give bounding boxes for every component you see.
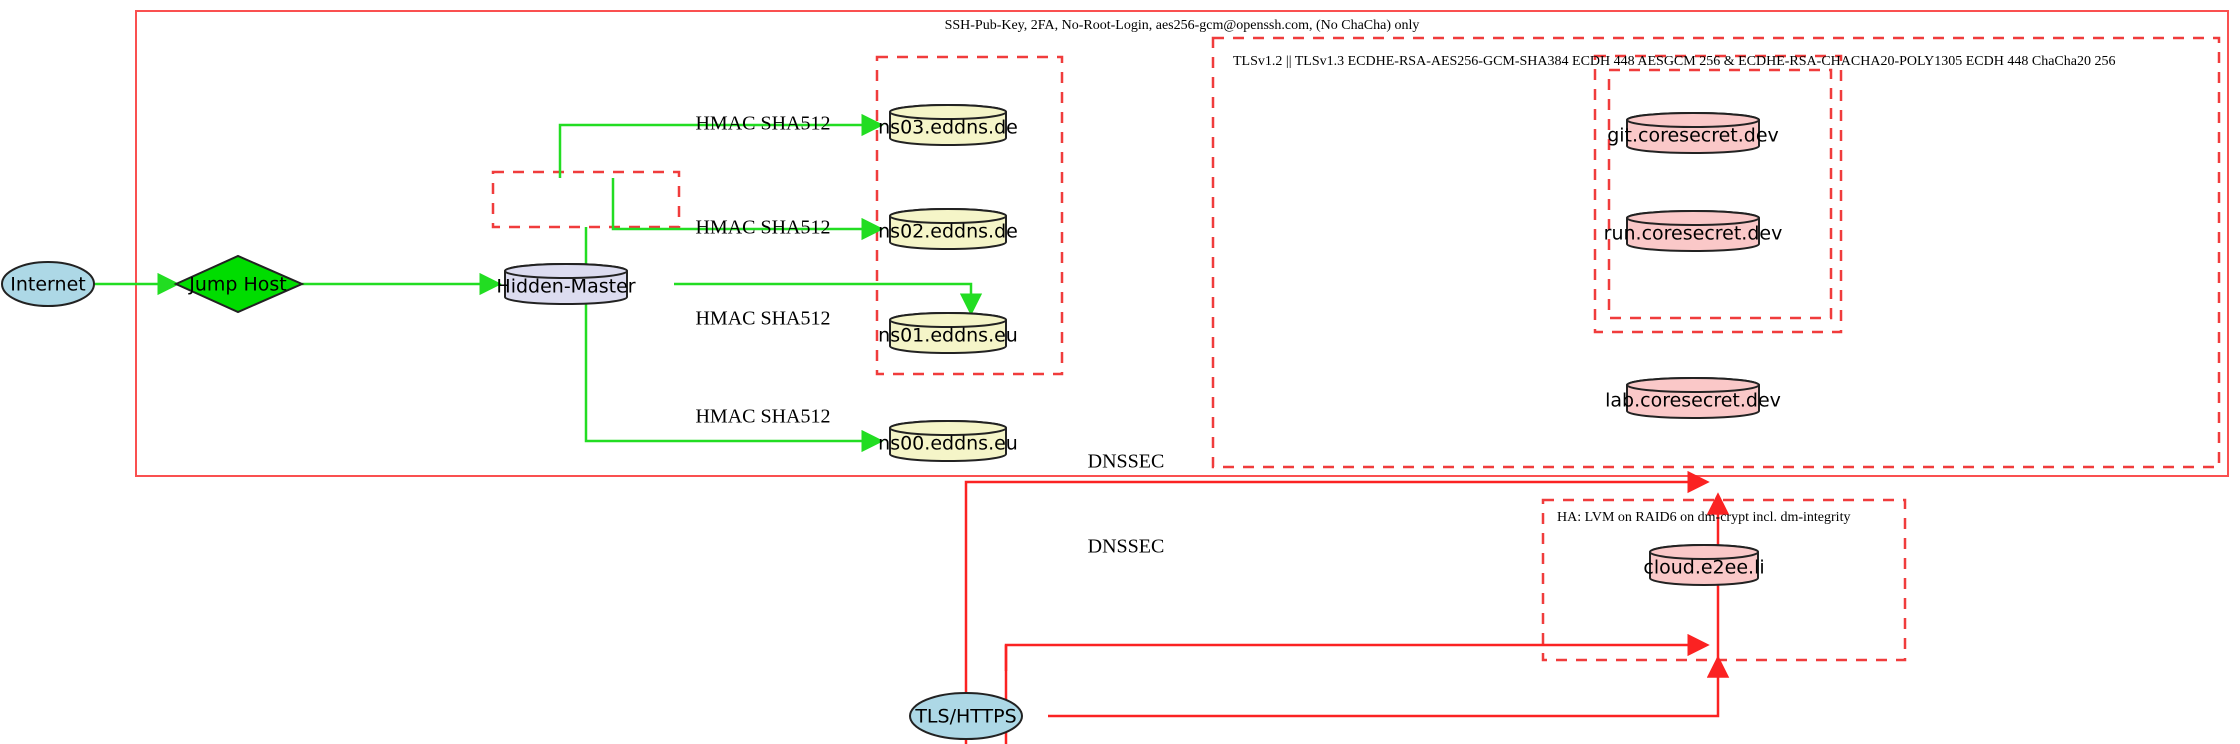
node-internet-label: Internet <box>10 274 85 296</box>
edge-label-dnssec-upper: DNSSEC <box>1088 451 1165 473</box>
dns-cluster-box <box>875 55 1064 376</box>
service-cluster-inner-box <box>1607 68 1833 320</box>
edge-label-hmac-ns03: HMAC SHA512 <box>695 113 830 135</box>
node-ns03-label: ns03.eddns.de <box>878 117 1018 139</box>
edge-label-dnssec-lower: DNSSEC <box>1088 536 1165 558</box>
edge-master-to-ns01 <box>674 282 983 316</box>
service-cluster-outer-box <box>1593 54 1843 334</box>
node-ns00[interactable]: ns00.eddns.eu <box>878 420 1018 462</box>
edge-label-hmac-ns01: HMAC SHA512 <box>695 308 830 330</box>
node-git-coresecret[interactable]: git.coresecret.dev <box>1607 112 1779 154</box>
node-ns03[interactable]: ns03.eddns.de <box>878 104 1018 146</box>
node-hidden-master[interactable]: Hidden-Master <box>496 263 636 305</box>
node-ns00-label: ns00.eddns.eu <box>878 433 1018 455</box>
edge-label-hmac-ns00: HMAC SHA512 <box>695 406 830 428</box>
node-run-coresecret[interactable]: run.coresecret.dev <box>1604 210 1783 252</box>
ssh-boundary-label: SSH-Pub-Key, 2FA, No-Root-Login, aes256-… <box>945 18 1420 33</box>
edge-master-to-ns03 <box>558 113 884 178</box>
node-cloud-label: cloud.e2ee.li <box>1643 557 1764 579</box>
node-tls-https[interactable]: TLS/HTTPS <box>909 692 1023 740</box>
dnssec-upper-path <box>964 470 1710 744</box>
node-ns02[interactable]: ns02.eddns.de <box>878 208 1018 250</box>
node-internet[interactable]: Internet <box>1 261 95 307</box>
ssh-boundary-box <box>135 10 2229 477</box>
node-hidden-master-label: Hidden-Master <box>496 276 635 298</box>
node-tls-https-label: TLS/HTTPS <box>914 706 1016 728</box>
node-lab-coresecret[interactable]: lab.coresecret.dev <box>1605 377 1781 419</box>
node-jump-host-label: Jump Host <box>188 274 287 296</box>
node-ns02-label: ns02.eddns.de <box>878 221 1018 243</box>
node-lab-label: lab.coresecret.dev <box>1605 390 1781 412</box>
node-git-label: git.coresecret.dev <box>1607 125 1779 147</box>
tls-boundary-box <box>1211 36 2221 469</box>
tls-boundary-label: TLSv1.2 || TLSv1.3 ECDHE-RSA-AES256-GCM-… <box>1233 54 2115 69</box>
edge-master-to-ns02 <box>611 178 884 241</box>
tls-https-right-path <box>1048 655 1730 718</box>
node-cloud-e2ee[interactable]: cloud.e2ee.li <box>1643 544 1765 586</box>
edge-label-hmac-ns02: HMAC SHA512 <box>695 217 830 239</box>
node-ns01[interactable]: ns01.eddns.eu <box>878 312 1018 354</box>
node-ns01-label: ns01.eddns.eu <box>878 325 1018 347</box>
node-jump-host[interactable]: Jump Host <box>173 254 305 314</box>
ha-boundary-label: HA: LVM on RAID6 on dm-crypt incl. dm-in… <box>1557 510 1850 525</box>
node-run-label: run.coresecret.dev <box>1604 223 1783 245</box>
